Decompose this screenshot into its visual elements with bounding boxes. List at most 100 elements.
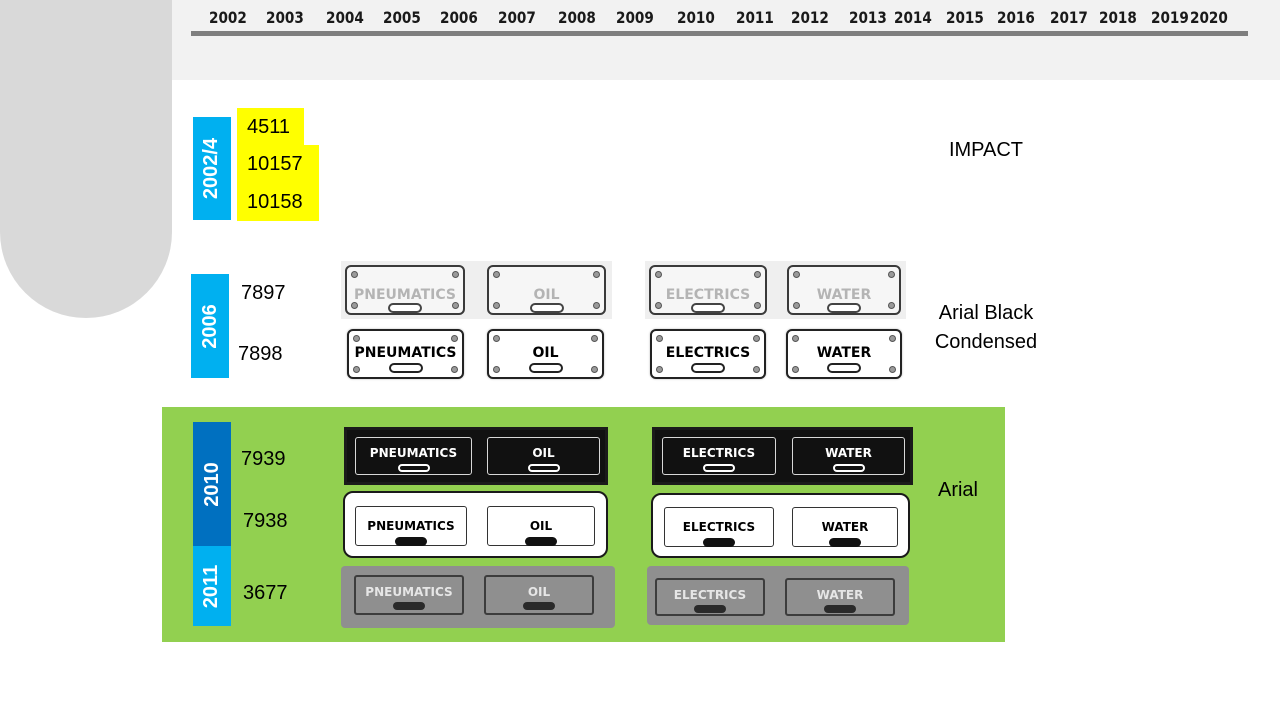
screw-icon: [792, 366, 799, 373]
period-label-text: 2006: [198, 303, 221, 349]
decorative-pill-shape: [0, 0, 172, 318]
plate-label: OIL: [533, 287, 560, 303]
plate-label: OIL: [527, 585, 551, 599]
plate-electrics: ELECTRICS: [664, 507, 774, 547]
timeline-axis-line: [191, 31, 1248, 36]
screw-icon: [889, 366, 896, 373]
slot: [525, 537, 557, 546]
screw-icon: [753, 335, 760, 342]
timeline-year: 2004: [326, 8, 364, 27]
screw-icon: [593, 302, 600, 309]
part-code: 10157: [247, 153, 303, 175]
slot: [827, 303, 861, 313]
label-panel-electrics-water-grey: ELECTRICS WATER: [645, 261, 906, 319]
timeline-band: [172, 0, 1280, 80]
plate-label: WATER: [816, 588, 864, 602]
timeline-year: 2019: [1151, 8, 1189, 27]
slot: [827, 363, 861, 373]
screw-icon: [656, 335, 663, 342]
timeline-year: 2007: [498, 8, 536, 27]
font-note-arial-black: Arial Black Condensed: [920, 299, 1052, 357]
screw-icon: [792, 335, 799, 342]
screw-icon: [493, 271, 500, 278]
screw-icon: [452, 271, 459, 278]
part-code-highlight: 4511: [237, 108, 304, 146]
period-label-text: 2002/4: [200, 137, 223, 200]
part-code: 7938: [243, 510, 288, 532]
timeline-year: 2006: [440, 8, 478, 27]
plate-label: ELECTRICS: [673, 588, 747, 602]
plate-pneumatics: PNEUMATICS: [355, 437, 472, 475]
label-panel-pneumatics-oil-grey: PNEUMATICS OIL: [341, 261, 612, 319]
font-note-line: Arial Black: [938, 302, 1034, 324]
plate-label: PNEUMATICS: [369, 446, 458, 460]
screw-icon: [351, 271, 358, 278]
plate-water: WATER: [786, 329, 902, 379]
timeline-year: 2002: [209, 8, 247, 27]
timeline-year: 2012: [791, 8, 829, 27]
plate-water: WATER: [792, 507, 898, 547]
slot: [703, 464, 735, 472]
plate-label: OIL: [532, 345, 559, 361]
slot: [528, 363, 563, 373]
plate-oil: OIL: [487, 437, 600, 475]
screw-icon: [593, 271, 600, 278]
slot: [832, 464, 865, 472]
plate-water: WATER: [785, 578, 895, 616]
timeline-year: 2003: [266, 8, 304, 27]
period-label-2010: 2010: [193, 422, 231, 546]
slot: [523, 602, 555, 610]
font-note-impact: IMPACT: [948, 139, 1024, 161]
plate-pneumatics: PNEUMATICS: [355, 506, 467, 546]
plate-label: WATER: [816, 345, 872, 361]
screw-icon: [655, 302, 662, 309]
label-panel-electrics-water-dark: ELECTRICS WATER: [647, 566, 909, 625]
timeline-year: 2013: [849, 8, 887, 27]
screw-icon: [353, 366, 360, 373]
period-label-text: 2011: [200, 564, 223, 608]
slot: [691, 303, 725, 313]
plate-label: ELECTRICS: [665, 345, 751, 361]
label-panel-pneumatics-oil-dark: PNEUMATICS OIL: [341, 566, 615, 628]
screw-icon: [591, 335, 598, 342]
period-label-text: 2010: [200, 461, 223, 507]
timeline-year: 2010: [677, 8, 715, 27]
plate-label: PNEUMATICS: [354, 345, 457, 361]
label-panel-electrics-water-bold: ELECTRICS WATER: [645, 326, 906, 382]
label-panel-electrics-water-black: ELECTRICS WATER: [652, 427, 913, 485]
plate-label: WATER: [816, 287, 872, 303]
timeline-year: 2011: [736, 8, 774, 27]
slot: [527, 464, 560, 472]
slot: [388, 363, 423, 373]
screw-icon: [493, 335, 500, 342]
plate-water: WATER: [792, 437, 905, 475]
timeline-year: 2009: [616, 8, 654, 27]
timeline-year: 2020: [1190, 8, 1228, 27]
part-code: 4511: [247, 116, 291, 138]
part-code: 10158: [247, 191, 303, 213]
plate-oil: OIL: [487, 265, 606, 315]
plate-electrics: ELECTRICS: [649, 265, 767, 315]
slot: [388, 303, 422, 313]
screw-icon: [451, 335, 458, 342]
slot: [829, 538, 861, 547]
timeline-year: 2017: [1050, 8, 1088, 27]
screw-icon: [351, 302, 358, 309]
plate-oil: OIL: [487, 506, 595, 546]
timeline-year: 2014: [894, 8, 932, 27]
plate-water: WATER: [787, 265, 901, 315]
font-note-arial: Arial: [937, 479, 978, 501]
plate-label: OIL: [532, 446, 555, 460]
slot: [397, 464, 430, 472]
period-label-2002-2004: 2002/4: [193, 117, 231, 220]
font-note-line: Condensed: [934, 331, 1038, 353]
slot: [824, 605, 856, 613]
plate-label: WATER: [821, 520, 869, 534]
screw-icon: [793, 302, 800, 309]
screw-icon: [753, 366, 760, 373]
plate-label: ELECTRICS: [682, 446, 756, 460]
slot: [529, 303, 564, 313]
label-panel-electrics-water-white: ELECTRICS WATER: [651, 493, 910, 558]
screw-icon: [793, 271, 800, 278]
part-code-highlight: 10158: [237, 183, 319, 221]
